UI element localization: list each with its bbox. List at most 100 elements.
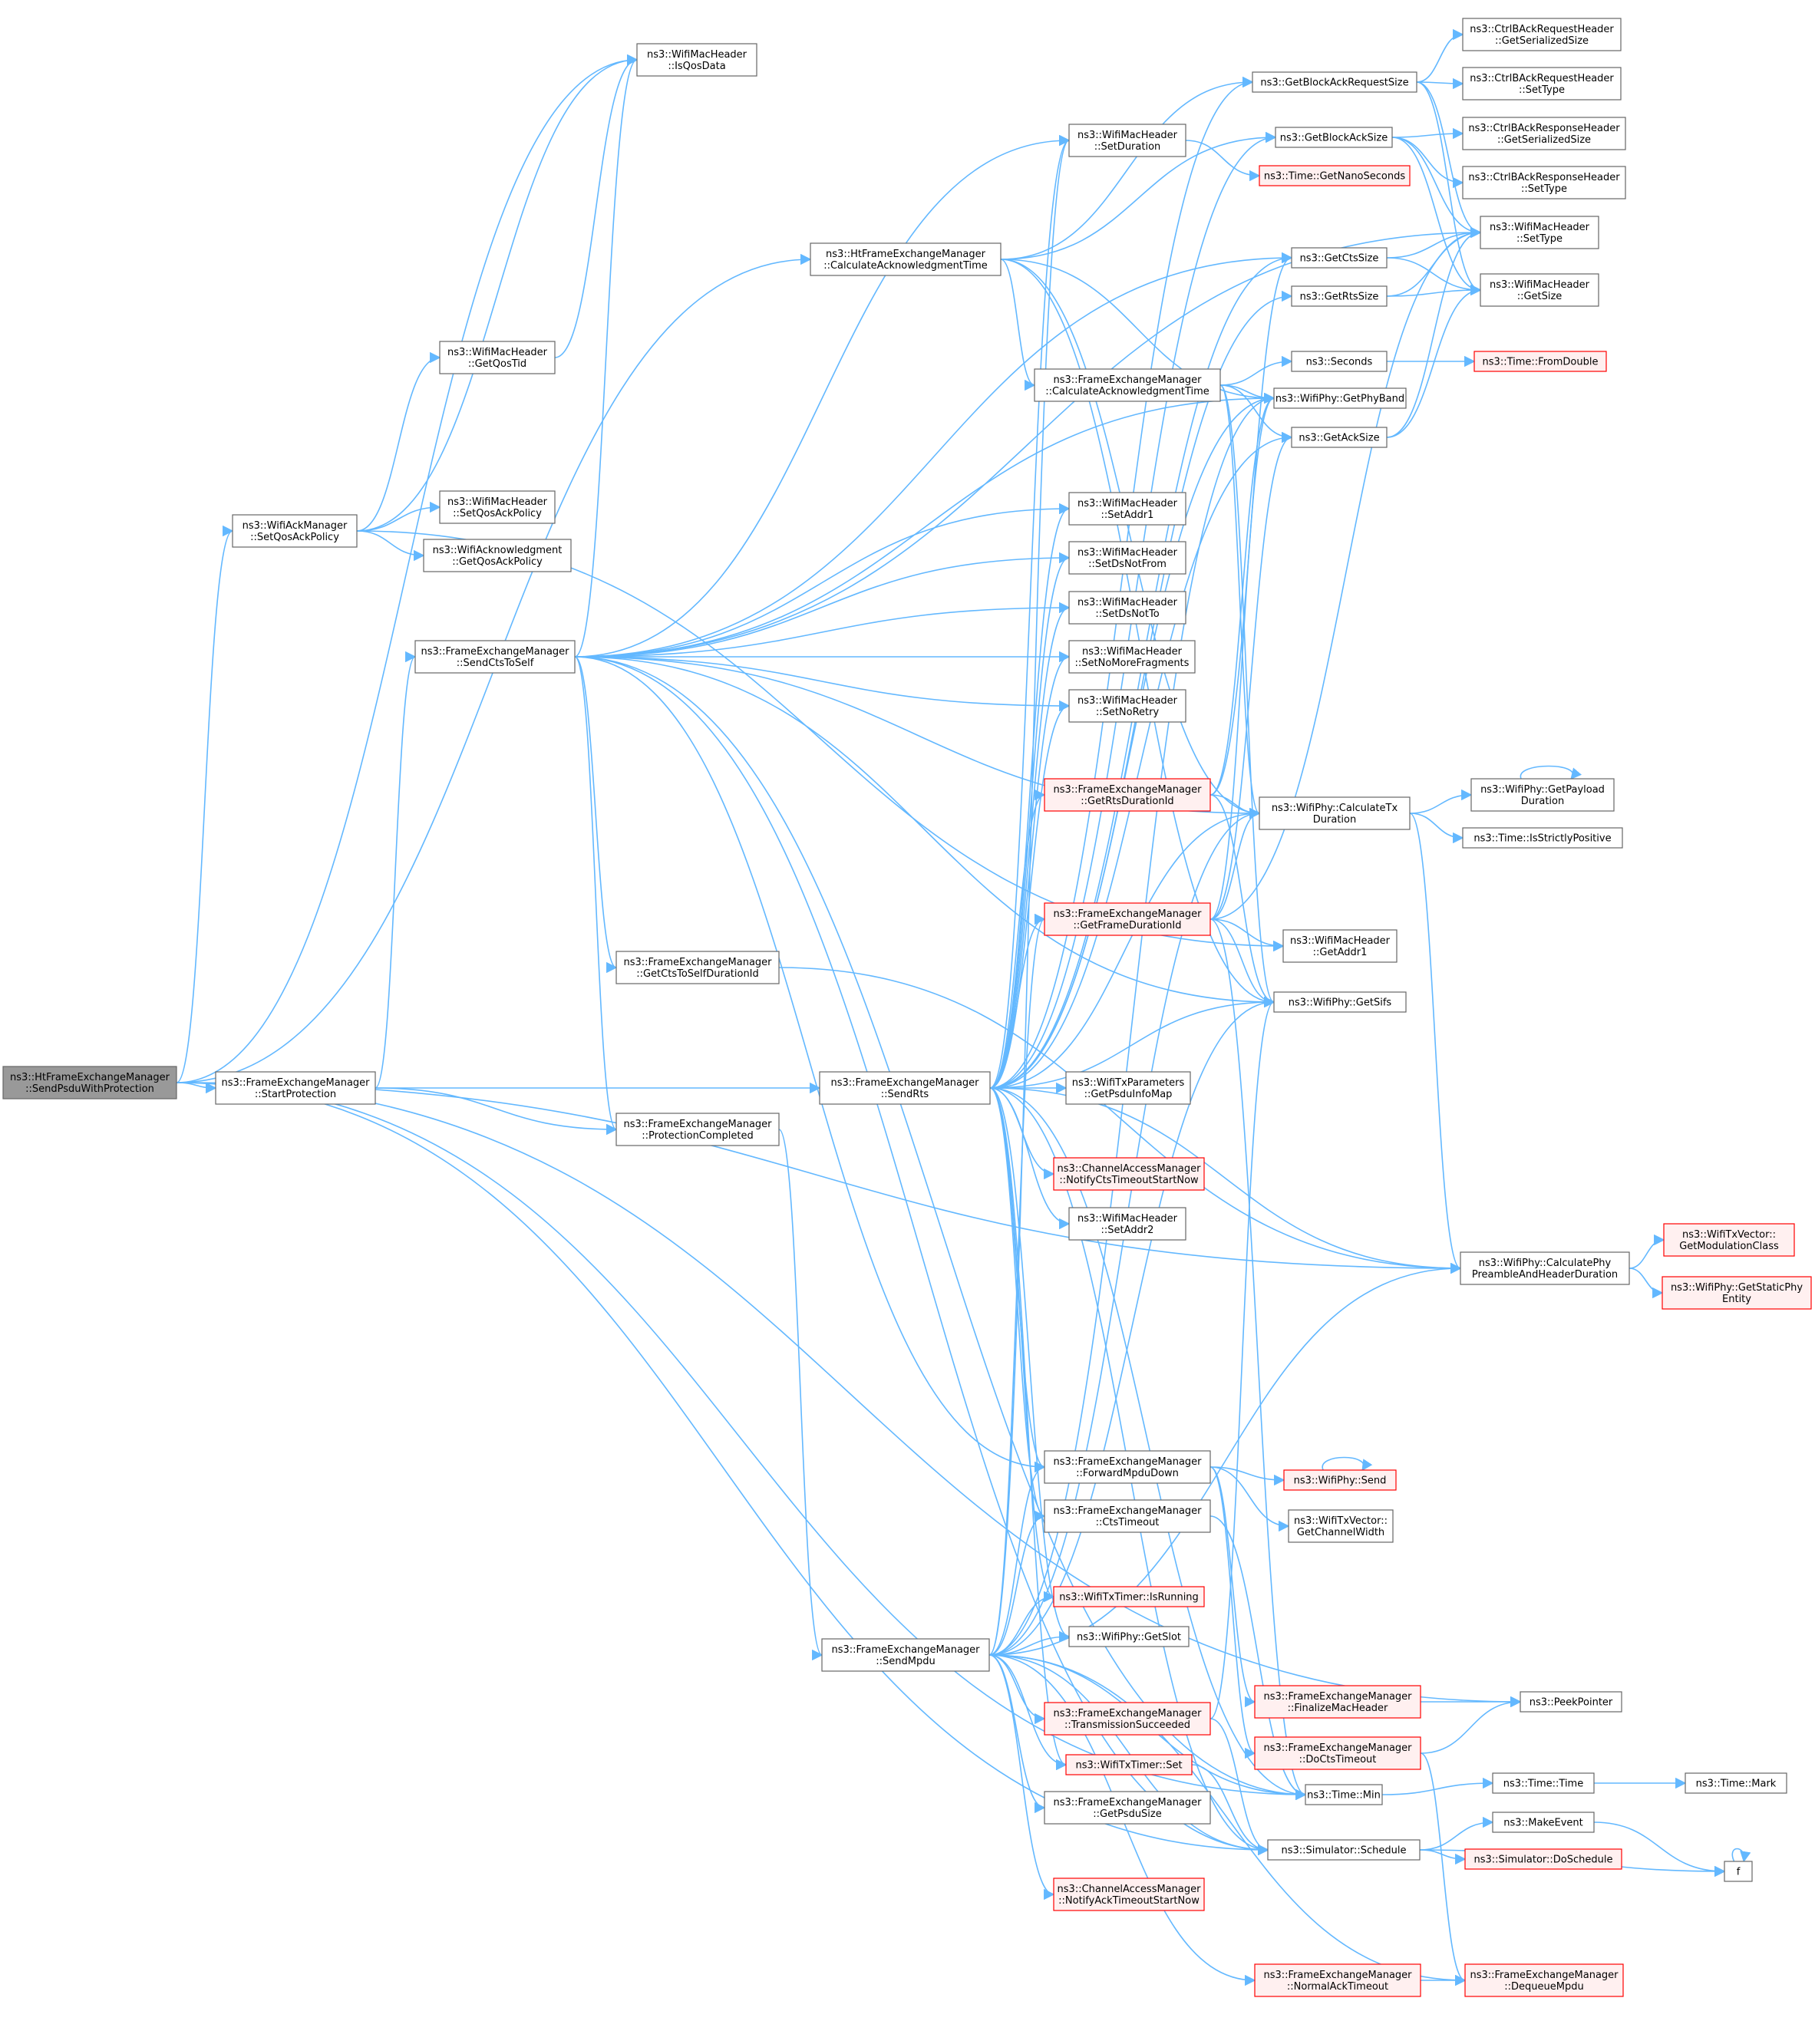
- edge-protcompl-to-sendmpdu: [778, 1129, 823, 1660]
- node-label-line: ns3::Time::GetNanoSeconds: [1264, 171, 1406, 183]
- node-seconds[interactable]: ns3::Seconds: [1291, 351, 1388, 372]
- node-setqosack[interactable]: ns3::WifiMacHeader::SetQosAckPolicy: [439, 490, 556, 524]
- node-barsettype[interactable]: ns3::CtrlBAckRequestHeader::SetType: [1462, 67, 1622, 101]
- node-doctstimeout[interactable]: ns3::FrameExchangeManager::DoCtsTimeout: [1254, 1736, 1421, 1770]
- node-sendrts[interactable]: ns3::FrameExchangeManager::SendRts: [819, 1071, 991, 1105]
- node-label-line: ns3::WifiMacHeader: [1082, 646, 1183, 658]
- node-setaddr1[interactable]: ns3::WifiMacHeader::SetAddr1: [1068, 492, 1186, 526]
- node-startprot[interactable]: ns3::FrameExchangeManager::StartProtecti…: [215, 1071, 376, 1105]
- node-macgetsize[interactable]: ns3::WifiMacHeader::GetSize: [1480, 273, 1599, 307]
- node-getframedur[interactable]: ns3::FrameExchangeManager::GetFrameDurat…: [1044, 902, 1211, 936]
- node-timemin[interactable]: ns3::Time::Min: [1305, 1784, 1383, 1805]
- node-label-line: Duration: [1521, 796, 1564, 807]
- node-barserialized[interactable]: ns3::CtrlBAckRequestHeader::GetSerialize…: [1462, 18, 1622, 51]
- node-label-line: ns3::MakeEvent: [1503, 1818, 1583, 1829]
- edge-sendrts-to-getframedur: [989, 913, 1046, 1089]
- node-getctssize[interactable]: ns3::GetCtsSize: [1291, 247, 1388, 269]
- edge-transsucc-to-schedule: [1209, 1718, 1269, 1856]
- node-box: [821, 1638, 990, 1672]
- node-sendcts[interactable]: ns3::FrameExchangeManager::SendCtsToSelf: [414, 640, 576, 674]
- node-fromdouble[interactable]: ns3::Time::FromDouble: [1473, 351, 1607, 372]
- node-getsifs[interactable]: ns3::WifiPhy::GetSifs: [1273, 991, 1407, 1013]
- node-makeevent[interactable]: ns3::MakeEvent: [1492, 1812, 1595, 1833]
- node-label-line: ns3::GetCtsSize: [1300, 253, 1379, 265]
- node-f[interactable]: f: [1724, 1861, 1753, 1882]
- node-baserialized[interactable]: ns3::CtrlBAckResponseHeader::GetSerializ…: [1462, 117, 1626, 150]
- node-setdsnotto[interactable]: ns3::WifiMacHeader::SetDsNotTo: [1068, 591, 1186, 625]
- node-sendmpdu[interactable]: ns3::FrameExchangeManager::SendMpdu: [821, 1638, 990, 1672]
- node-setduration[interactable]: ns3::WifiMacHeader::SetDuration: [1068, 124, 1186, 157]
- node-getpsdusize[interactable]: ns3::FrameExchangeManager::GetPsduSize: [1044, 1791, 1211, 1825]
- node-getchanwidth[interactable]: ns3::WifiTxVector::GetChannelWidth: [1288, 1509, 1394, 1543]
- edge-calctxdur-to-getpayload: [1409, 789, 1473, 814]
- node-transsucc[interactable]: ns3::FrameExchangeManager::TransmissionS…: [1044, 1702, 1211, 1736]
- node-root[interactable]: ns3::HtFrameExchangeManager::SendPsduWit…: [2, 1066, 177, 1099]
- node-getrtssize[interactable]: ns3::GetRtsSize: [1291, 285, 1388, 307]
- node-getrtsdur[interactable]: ns3::FrameExchangeManager::GetRtsDuratio…: [1044, 778, 1211, 812]
- node-getbarsize[interactable]: ns3::GetBlockAckRequestSize: [1252, 71, 1417, 93]
- node-getaddr1[interactable]: ns3::WifiMacHeader::GetAddr1: [1282, 929, 1398, 963]
- node-normalack[interactable]: ns3::FrameExchangeManager::NormalAckTime…: [1254, 1963, 1421, 1997]
- node-macsettype[interactable]: ns3::WifiMacHeader::SetType: [1480, 216, 1599, 249]
- node-getacksize[interactable]: ns3::GetAckSize: [1291, 427, 1388, 448]
- node-box: [1044, 778, 1211, 812]
- node-box: [1068, 640, 1196, 674]
- edge-sendcts-to-getsifs: [574, 656, 1275, 1008]
- node-dequeuempdu[interactable]: ns3::FrameExchangeManager::DequeueMpdu: [1464, 1963, 1624, 1997]
- node-getbasize[interactable]: ns3::GetBlockAckSize: [1275, 127, 1393, 148]
- node-label-line: ns3::FrameExchangeManager: [1263, 1970, 1412, 1981]
- node-getpsduinfo[interactable]: ns3::WifiTxParameters::GetPsduInfoMap: [1065, 1071, 1191, 1105]
- node-label-line: ns3::WifiMacHeader: [1077, 498, 1178, 509]
- node-getslot[interactable]: ns3::WifiPhy::GetSlot: [1068, 1626, 1190, 1647]
- node-label-line: GetChannelWidth: [1297, 1527, 1384, 1538]
- node-physend[interactable]: ns3::WifiPhy::Send: [1283, 1469, 1397, 1491]
- node-peekpointer[interactable]: ns3::PeekPointer: [1520, 1691, 1622, 1713]
- node-ctstimeout[interactable]: ns3::FrameExchangeManager::CtsTimeout: [1044, 1499, 1211, 1533]
- node-box: [1283, 1469, 1397, 1491]
- node-box: [1462, 827, 1623, 849]
- node-box: [1065, 1071, 1191, 1105]
- node-label-line: ns3::WifiPhy::CalculateTx: [1272, 803, 1398, 814]
- node-isrunning[interactable]: ns3::WifiTxTimer::IsRunning: [1053, 1586, 1205, 1607]
- node-forwardmpdu[interactable]: ns3::FrameExchangeManager::ForwardMpduDo…: [1044, 1450, 1211, 1484]
- node-setnomorefrag[interactable]: ns3::WifiMacHeader::SetNoMoreFragments: [1068, 640, 1196, 674]
- node-setaddr2[interactable]: ns3::WifiMacHeader::SetAddr2: [1068, 1207, 1186, 1241]
- edge-ackmgr-to-getqostid: [356, 351, 441, 532]
- node-label-line: ::GetQosTid: [468, 358, 526, 370]
- node-label-line: ns3::WifiMacHeader: [1490, 279, 1590, 291]
- node-fecalcack[interactable]: ns3::FrameExchangeManager::CalculateAckn…: [1034, 368, 1221, 402]
- node-calcpreamble[interactable]: ns3::WifiPhy::CalculatePhyPreambleAndHea…: [1460, 1251, 1630, 1285]
- node-isstrictpos[interactable]: ns3::Time::IsStrictlyPositive: [1462, 827, 1623, 849]
- node-getmodclass[interactable]: ns3::WifiTxVector::GetModulationClass: [1663, 1223, 1795, 1257]
- node-notifyack[interactable]: ns3::ChannelAccessManager::NotifyAckTime…: [1053, 1878, 1205, 1911]
- node-protcompl[interactable]: ns3::FrameExchangeManager::ProtectionCom…: [615, 1113, 780, 1146]
- node-doschedule[interactable]: ns3::Simulator::DoSchedule: [1464, 1848, 1622, 1870]
- node-timerset[interactable]: ns3::WifiTxTimer::Set: [1065, 1754, 1193, 1775]
- edge-sendmpdu-to-notifyack: [988, 1654, 1055, 1901]
- node-label-line: ::GetSerializedSize: [1497, 134, 1591, 146]
- node-setdsnotfrom[interactable]: ns3::WifiMacHeader::SetDsNotFrom: [1068, 541, 1186, 575]
- node-box: [1662, 1276, 1812, 1310]
- node-getctsdur[interactable]: ns3::FrameExchangeManager::GetCtsToSelfD…: [615, 951, 780, 984]
- node-htcalcack[interactable]: ns3::HtFrameExchangeManager::CalculateAc…: [810, 242, 1002, 276]
- edge-sendrts-to-setaddr2: [989, 1087, 1071, 1230]
- node-timetime[interactable]: ns3::Time::Time: [1492, 1772, 1595, 1794]
- node-getqostid[interactable]: ns3::WifiMacHeader::GetQosTid: [439, 341, 556, 374]
- node-timemark[interactable]: ns3::Time::Mark: [1685, 1772, 1787, 1794]
- node-schedule[interactable]: ns3::Simulator::Schedule: [1267, 1839, 1421, 1861]
- node-basettype[interactable]: ns3::CtrlBAckResponseHeader::SetType: [1462, 166, 1626, 199]
- node-finalizemac[interactable]: ns3::FrameExchangeManager::FinalizeMacHe…: [1254, 1685, 1421, 1719]
- node-notifycts[interactable]: ns3::ChannelAccessManager::NotifyCtsTime…: [1053, 1157, 1205, 1191]
- node-isqos[interactable]: ns3::WifiMacHeader::IsQosData: [636, 43, 757, 77]
- node-getnanosec[interactable]: ns3::Time::GetNanoSeconds: [1259, 165, 1411, 186]
- node-box: [1068, 492, 1186, 526]
- node-getphyband[interactable]: ns3::WifiPhy::GetPhyBand: [1273, 387, 1407, 409]
- node-setnoretry[interactable]: ns3::WifiMacHeader::SetNoRetry: [1068, 689, 1186, 723]
- node-box: [1053, 1878, 1205, 1911]
- node-ackmgr[interactable]: ns3::WifiAckManager::SetQosAckPolicy: [232, 514, 358, 548]
- edge-sendrts-to-calctxdur: [989, 807, 1261, 1089]
- node-getqosack[interactable]: ns3::WifiAcknowledgment::GetQosAckPolicy: [423, 539, 572, 572]
